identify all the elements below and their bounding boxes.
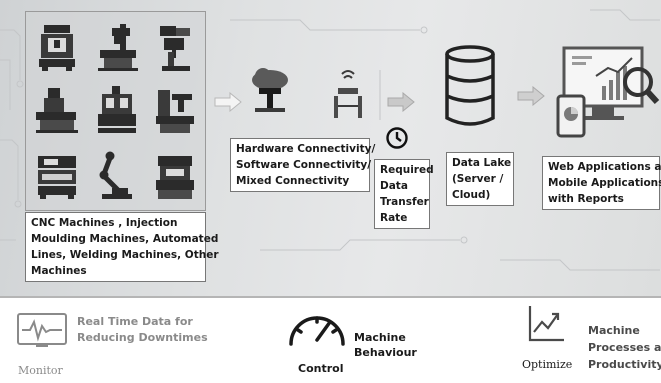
monitor-label: Monitor (18, 364, 63, 377)
machines-caption: CNC Machines , Injection Moulding Machin… (25, 212, 219, 282)
control-desc-line: Behaviour (354, 346, 417, 359)
webapps-label: Web Applications and Mobile Applications… (542, 156, 661, 210)
caption-line: Machines (31, 265, 87, 277)
connectivity-line: Software Connectivity/ (236, 159, 372, 171)
cnc-machine-icon (34, 22, 80, 72)
wifi-gateway-icon (330, 66, 366, 126)
datalake-line: Data Lake (452, 157, 512, 169)
datalake-line: Cloud) (452, 189, 491, 201)
caption-line: CNC Machines , Injection (31, 217, 178, 229)
optimize-label: Optimize (522, 358, 573, 371)
lathe-machine-icon (34, 84, 80, 134)
flow-arrow (214, 92, 242, 112)
control-label: Control (298, 362, 344, 375)
connectivity-label: Hardware Connectivity/ Software Connecti… (230, 138, 376, 192)
caption-line: Moulding Machines, Automated (31, 233, 219, 245)
monitor-desc-line: Reducing Downtimes (77, 331, 208, 344)
optimize-desc-line: Processes and (588, 341, 661, 354)
cloud-server-icon (249, 66, 291, 126)
database-icon (442, 44, 498, 130)
monitor-icon (16, 312, 68, 352)
transfer-line: Data (380, 180, 408, 192)
clock-icon (385, 126, 409, 150)
workflow-panel: CNC Machines , Injection Moulding Machin… (0, 0, 661, 296)
control-description: Machine Behaviour (354, 330, 417, 360)
optimize-desc-line: Productivity (588, 358, 661, 371)
machining-center-icon (152, 84, 198, 134)
control-desc-line: Machine (354, 331, 406, 344)
machines-panel (25, 11, 206, 211)
benefits-strip: Real Time Data for Reducing Downtimes Mo… (0, 296, 661, 383)
milling-machine-icon (94, 22, 140, 72)
monitor-desc-line: Real Time Data for (77, 315, 193, 328)
injection-molding-icon (94, 84, 140, 134)
datalake-line: (Server / (452, 173, 504, 185)
industrial-press-icon (152, 150, 198, 200)
analytics-dashboard-icon (552, 36, 660, 148)
flow-arrow (517, 86, 545, 106)
webapps-line: Mobile Applications (548, 177, 661, 189)
optimize-desc-line: Machine (588, 324, 640, 337)
transfer-line: Required (380, 164, 434, 176)
webapps-line: with Reports (548, 193, 624, 205)
circuit-background (0, 9, 660, 271)
caption-line: Lines, Welding Machines, Other (31, 249, 219, 261)
optimize-description: Machine Processes and Productivity (588, 322, 661, 373)
transfer-rate-label: Required Data Transfer Rate (374, 159, 434, 229)
monitor-description: Real Time Data for Reducing Downtimes (77, 314, 208, 346)
connectivity-line: Hardware Connectivity/ (236, 143, 376, 155)
line-chart-icon (526, 304, 566, 344)
drill-press-icon (152, 22, 198, 72)
transfer-line: Transfer (380, 196, 429, 208)
control-panel-machine-icon (34, 150, 80, 200)
datalake-label: Data Lake (Server / Cloud) (446, 152, 514, 206)
transfer-line: Rate (380, 212, 408, 224)
connectivity-line: Mixed Connectivity (236, 175, 350, 187)
webapps-line: Web Applications and (548, 161, 661, 173)
gauge-icon (286, 310, 348, 350)
robot-arm-icon (94, 150, 140, 200)
flow-arrow (387, 92, 415, 112)
